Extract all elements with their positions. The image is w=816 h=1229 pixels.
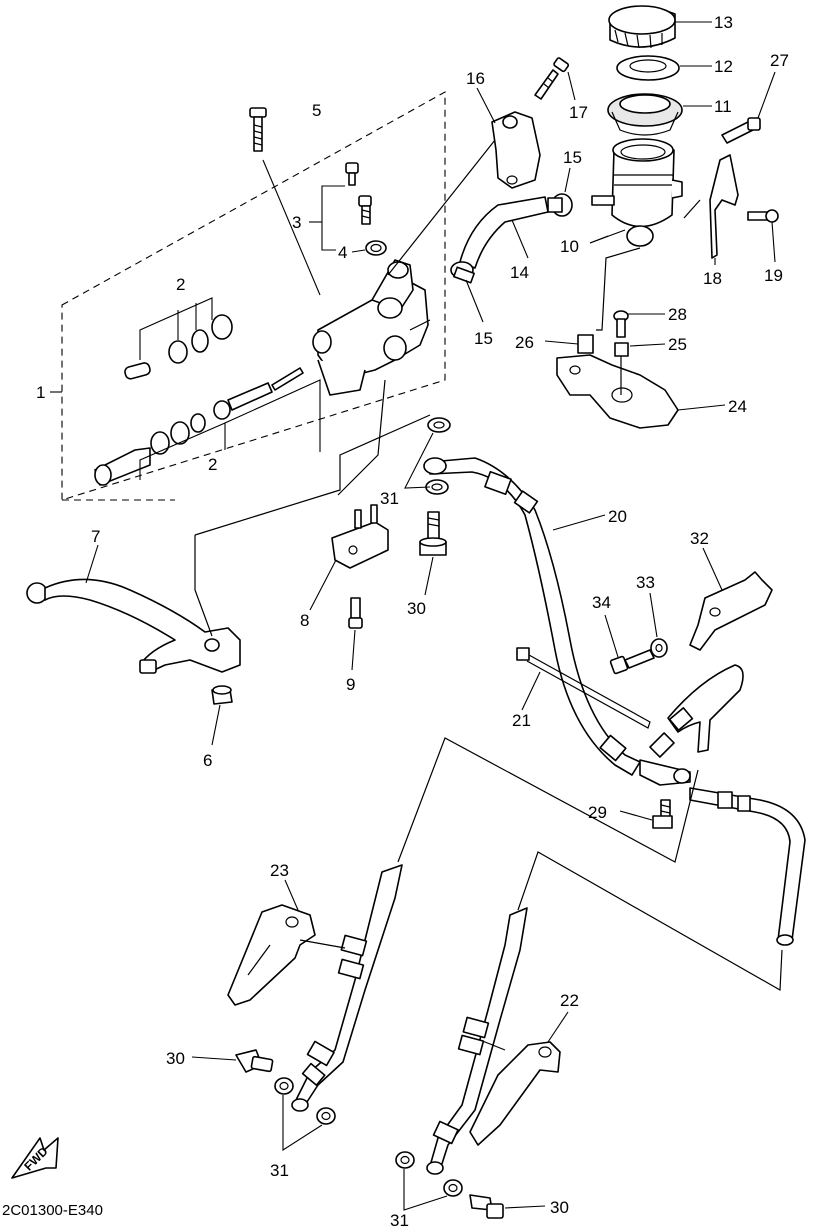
part-27-bolt [721,71,776,144]
part-15-hose-clamp-upper [547,167,573,217]
callout-3: 3 [292,213,301,232]
part-26-damper [544,334,594,354]
lever-guide-line [194,414,431,536]
callout-4: 4 [338,243,347,262]
callout-25: 25 [668,335,687,354]
callout-24: 24 [728,397,747,416]
part-31-washers-lower-left [274,1077,336,1152]
part-25-collar [614,342,666,395]
callout-9: 9 [346,675,355,694]
part-12-cap-plate [616,55,712,81]
hose-left-lower [291,864,403,1112]
part-3-bleeder-screw [345,162,372,225]
part-30-union-bolt-top [419,511,447,596]
part-1-master-cylinder-body [312,259,431,396]
part-7-brake-lever [26,535,241,674]
part-11-diaphragm [607,93,712,136]
switch-guide-line [337,379,386,496]
callout-4-leader [351,249,366,253]
callout-13: 13 [714,13,733,32]
part-14-reservoir-hose [459,196,549,269]
part-20-brake-hose [423,457,641,776]
callout-23: 23 [270,861,289,880]
part-16-holder [387,87,541,276]
part-19-bolt [747,209,779,263]
hose-right-caliper [689,787,806,946]
callout-31-top: 31 [380,489,399,508]
hose-right-lower [426,907,528,1175]
part-34-bolt [604,614,655,675]
callout-5: 5 [312,101,321,120]
part-30-union-bolt-lower-right [469,1194,546,1219]
part-28-screw [613,310,665,338]
part-4-washer [365,240,387,256]
callout-10-leader [589,235,609,244]
lower-left-guide-line [397,737,699,863]
part-13-reservoir-cap [608,5,712,49]
callout-17: 17 [569,103,588,122]
callout-18: 18 [703,269,722,288]
callout-31-lower-left: 31 [270,1161,289,1180]
hose-joint-3way [639,759,691,786]
part-29-bolt [619,799,673,829]
part-6-nut [211,685,233,746]
part-8-brake-switch [309,504,389,611]
callout-32: 32 [690,529,709,548]
callout-14: 14 [510,263,529,282]
callout-12: 12 [714,57,733,76]
part-10-reservoir-tank [589,138,683,247]
part-2-piston-kit-lower [94,367,321,486]
callout-6: 6 [203,751,212,770]
part-32-hose-guide [689,547,773,651]
fwd-arrow-icon: FWD [11,1137,59,1179]
callout-10: 10 [560,237,579,256]
part-22-hose-holder [469,1011,569,1146]
callout-26: 26 [515,333,534,352]
reservoir-guide-line [596,247,641,331]
part-21-cable-tie [516,647,651,729]
callout-30-lower-right: 30 [550,1198,569,1217]
callout-2-lower: 2 [208,455,217,474]
callout-21: 21 [512,711,531,730]
assembly-1-frame [61,91,446,501]
callout-2-upper: 2 [176,275,185,294]
part-33-washer [649,592,668,658]
part-15-hose-clamp-lower [450,261,484,323]
part-9-screw [348,597,363,671]
callout-16: 16 [466,69,485,88]
callout-30-lower-left: 30 [166,1049,185,1068]
callout-11: 11 [714,97,732,116]
callout-15-lower: 15 [474,329,493,348]
callout-29: 29 [588,803,607,822]
part-30-union-bolt-lower-left [191,1049,274,1073]
part-31-washer-top-1 [427,417,451,433]
callout-30-top: 30 [407,599,426,618]
callout-27: 27 [770,51,789,70]
callout-3-leader [321,185,345,251]
part-31-washers-lower-right [395,1151,463,1211]
part-24-lower-bracket [556,354,726,429]
callout-19: 19 [764,266,783,285]
callout-34: 34 [592,593,611,612]
hose-branch-right [649,664,744,758]
callout-28: 28 [668,305,687,324]
callout-7: 7 [91,527,100,546]
callout-1: 1 [36,383,45,402]
lower-right-guide-line [517,851,783,992]
part-18-bracket [683,154,739,265]
callout-33: 33 [636,573,655,592]
callout-15-upper: 15 [563,148,582,167]
diagram-code: 2C01300-E340 [2,1202,103,1219]
callout-20: 20 [608,507,627,526]
part-5-bolt [249,107,321,296]
callout-31-top-leader [404,432,434,489]
callout-22: 22 [560,991,579,1010]
part-2-piston-kit-upper [124,297,233,380]
callout-31-lower-right: 31 [390,1211,409,1229]
callout-8: 8 [300,611,309,630]
part-23-hose-holder [227,879,346,1006]
part-17-screw [534,57,576,101]
